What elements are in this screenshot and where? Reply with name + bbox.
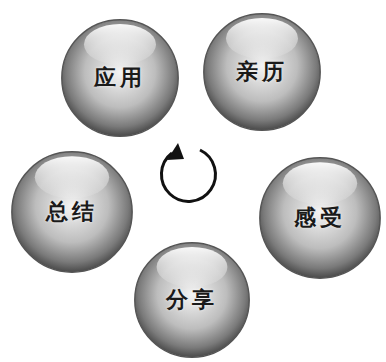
sphere-node: 总结 <box>10 150 134 274</box>
sphere-body <box>204 14 320 130</box>
sphere-node: 感受 <box>258 156 382 280</box>
sphere-node: 应用 <box>60 18 180 138</box>
label-wrap: 亲历 <box>202 12 322 132</box>
label-wrap: 分享 <box>133 241 251 359</box>
sphere-highlight <box>84 24 156 65</box>
node-label: 亲历 <box>236 57 288 87</box>
node-label: 感受 <box>294 203 346 233</box>
label-wrap: 总结 <box>10 150 134 274</box>
sphere-body <box>12 152 132 272</box>
sphere-body <box>135 243 249 357</box>
sphere-node: 分享 <box>133 241 251 359</box>
node-label: 分享 <box>166 285 218 315</box>
sphere-body <box>260 158 380 278</box>
arrow-head <box>167 143 184 160</box>
node-label: 总结 <box>46 197 98 227</box>
sphere-highlight <box>226 18 298 59</box>
label-wrap: 感受 <box>258 156 382 280</box>
sphere-highlight <box>283 162 357 204</box>
node-label: 应用 <box>94 63 146 93</box>
label-wrap: 应用 <box>60 18 180 138</box>
sphere-highlight <box>35 156 109 198</box>
sphere-body <box>62 20 178 136</box>
sphere-node: 亲历 <box>202 12 322 132</box>
sphere-highlight <box>157 247 228 287</box>
